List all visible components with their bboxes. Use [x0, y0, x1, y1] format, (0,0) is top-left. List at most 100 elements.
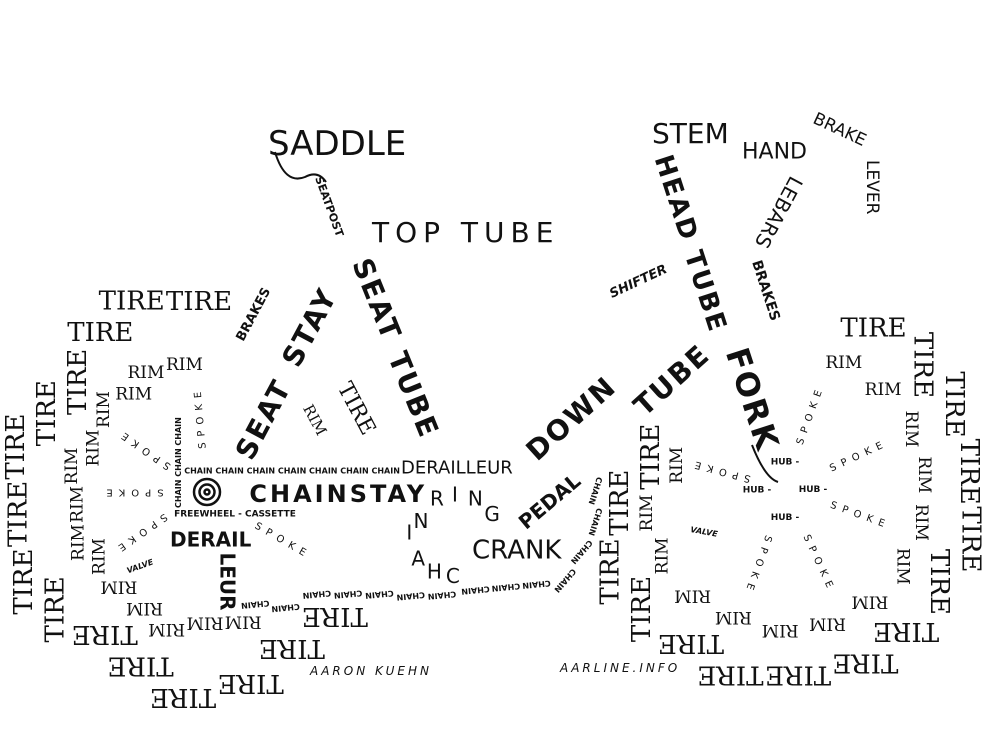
front-tire-word: TIRE [840, 314, 906, 344]
pedal-label: PEDAL [514, 468, 586, 534]
handlebars-label: HAND [742, 140, 807, 165]
mini-rim-label: RIM [299, 401, 330, 438]
rear-tire-word: TIRE [67, 318, 133, 348]
rear-tire-word: TIRE [218, 668, 284, 698]
hub-label: HUB - [743, 486, 772, 496]
front-rim-word: RIM [637, 495, 657, 532]
shifter-label: SHIFTER [607, 262, 669, 302]
chain-bottom-word: CHAIN [522, 578, 551, 590]
head-tube-label: HEAD [648, 151, 704, 245]
cassette-spiral-icon [192, 477, 222, 507]
chainring-letter: R [430, 487, 444, 511]
freewheel-cassette-label: FREEWHEEL - CASSETTE [174, 510, 296, 520]
down-tube-label: DOWN [520, 370, 623, 468]
saddle-swash [274, 151, 327, 183]
front-spoke-label: SPOKE [795, 383, 827, 446]
fork-label: FORK [718, 343, 787, 456]
rear-rim-word: RIM [225, 612, 262, 632]
chain-rear: CHAIN CHAIN CHAIN [174, 417, 183, 508]
chain-top: CHAIN CHAIN CHAIN CHAIN CHAIN CHAIN CHAI… [184, 466, 400, 475]
front-spoke-label: SPOKE [800, 533, 837, 595]
chain-bottom-word: CHAIN [334, 588, 363, 600]
hub-label: HUB - [771, 458, 800, 468]
hub-label: HUB - [799, 485, 828, 495]
rear-tire-word: TIRE [107, 651, 173, 681]
chainring-letter: G [484, 502, 500, 526]
chainring-letter: N [468, 487, 483, 511]
chain-bottom-word: CHAIN [427, 589, 456, 601]
front-tire-word: TIRE [954, 439, 984, 505]
author-credit: AARON KUEHN [309, 664, 432, 678]
front-rim-word: RIM [762, 620, 799, 640]
chainring-letter: H [427, 559, 442, 583]
front-rim-word: RIM [674, 585, 711, 605]
rear-spoke-label: SPOKE [192, 385, 208, 449]
chainring-letter: I [406, 521, 412, 545]
front-spoke-label: SPOKE [688, 457, 752, 484]
front-tire-word: TIRE [873, 616, 939, 646]
brake-lever-label: LEVER [862, 160, 882, 215]
fork-dropout [751, 444, 779, 483]
rear-tire-word: TIRE [150, 682, 216, 712]
rear-spoke-label: SPOKE [253, 521, 313, 562]
front-rim-word: RIM [911, 504, 931, 541]
rear-rim-word: RIM [187, 613, 224, 633]
chain-bottom-word: CHAIN [552, 567, 577, 594]
chain-bottom-word: CHAIN [569, 538, 594, 565]
chain-bottom-word: CHAIN [461, 584, 490, 596]
front-tire-word: TIRE [605, 470, 635, 536]
rear-tire-word: TIRE [166, 287, 232, 317]
top-tube-label: TOP TUBE [371, 216, 559, 249]
front-tire-word: TIRE [697, 659, 763, 689]
front-rim-word: RIM [892, 548, 912, 585]
chain-bottom-word: CHAIN [241, 598, 270, 610]
rear-rim-word: RIM [166, 355, 203, 375]
chainstay-label: CHAINSTAY [249, 480, 427, 508]
chain-bottom-word: CHAIN [491, 581, 520, 593]
rear-valve-label: VALVE [126, 557, 155, 575]
seat-stay-label: SEAT [229, 374, 298, 465]
chain-bottom-word: CHAIN [587, 507, 604, 537]
rear-tire-word: TIRE [9, 549, 39, 615]
chainring-letter: I [452, 483, 458, 507]
brake-lever-label: BRAKE [810, 109, 869, 151]
front-rim-word: RIM [914, 456, 934, 493]
rear-spoke-label: SPOKE [115, 426, 173, 471]
rear-rim-word: RIM [94, 391, 114, 428]
chain-bottom-word: CHAIN [396, 590, 425, 602]
seat-tube-label: SEAT [345, 254, 408, 346]
seatpost-label: SEATPOST [312, 175, 346, 240]
rear-tire-word: TIRE [259, 633, 325, 663]
front-brakes-label: BRAKES [748, 258, 783, 323]
front-derailleur-label: DERAILLEUR [401, 458, 513, 479]
down-tube-label: TUBE [627, 338, 716, 423]
front-rim-word: RIM [667, 447, 687, 484]
rear-rim-word: RIM [68, 486, 88, 523]
front-tire-word: TIRE [595, 538, 625, 604]
front-tire-word: TIRE [924, 549, 954, 615]
chain-bottom-word: CHAIN [302, 588, 331, 600]
front-tire-word: TIRE [627, 576, 657, 642]
front-rim-word: RIM [653, 537, 673, 574]
front-spoke-label: SPOKE [742, 534, 774, 597]
chain-bottom-word: CHAIN [587, 476, 604, 506]
front-tire-word: TIRE [832, 648, 898, 678]
rear-tire-word: TIRE [3, 481, 33, 547]
front-tire-word: TIRE [636, 424, 666, 490]
rear-brakes-label: BRAKES [234, 285, 275, 344]
rear-tire-word: TIRE [1, 414, 31, 480]
chainring-letter: N [414, 509, 429, 533]
seat-tube-label: TUBE [381, 347, 445, 443]
mini-tire-label: TIRE [332, 378, 380, 439]
site-credit[interactable]: AARLINE.INFO [559, 661, 680, 675]
rear-tire-word: TIRE [63, 349, 93, 415]
front-tire-word: TIRE [939, 371, 969, 437]
front-tire-word: TIRE [765, 660, 831, 690]
seat-stay-label: STAY [275, 282, 344, 372]
rear-tire-word: TIRE [32, 380, 62, 446]
chainring-letter: C [446, 564, 460, 588]
chainring-letter: A [411, 546, 425, 570]
rear-spoke-label: SPOKE [111, 511, 169, 556]
